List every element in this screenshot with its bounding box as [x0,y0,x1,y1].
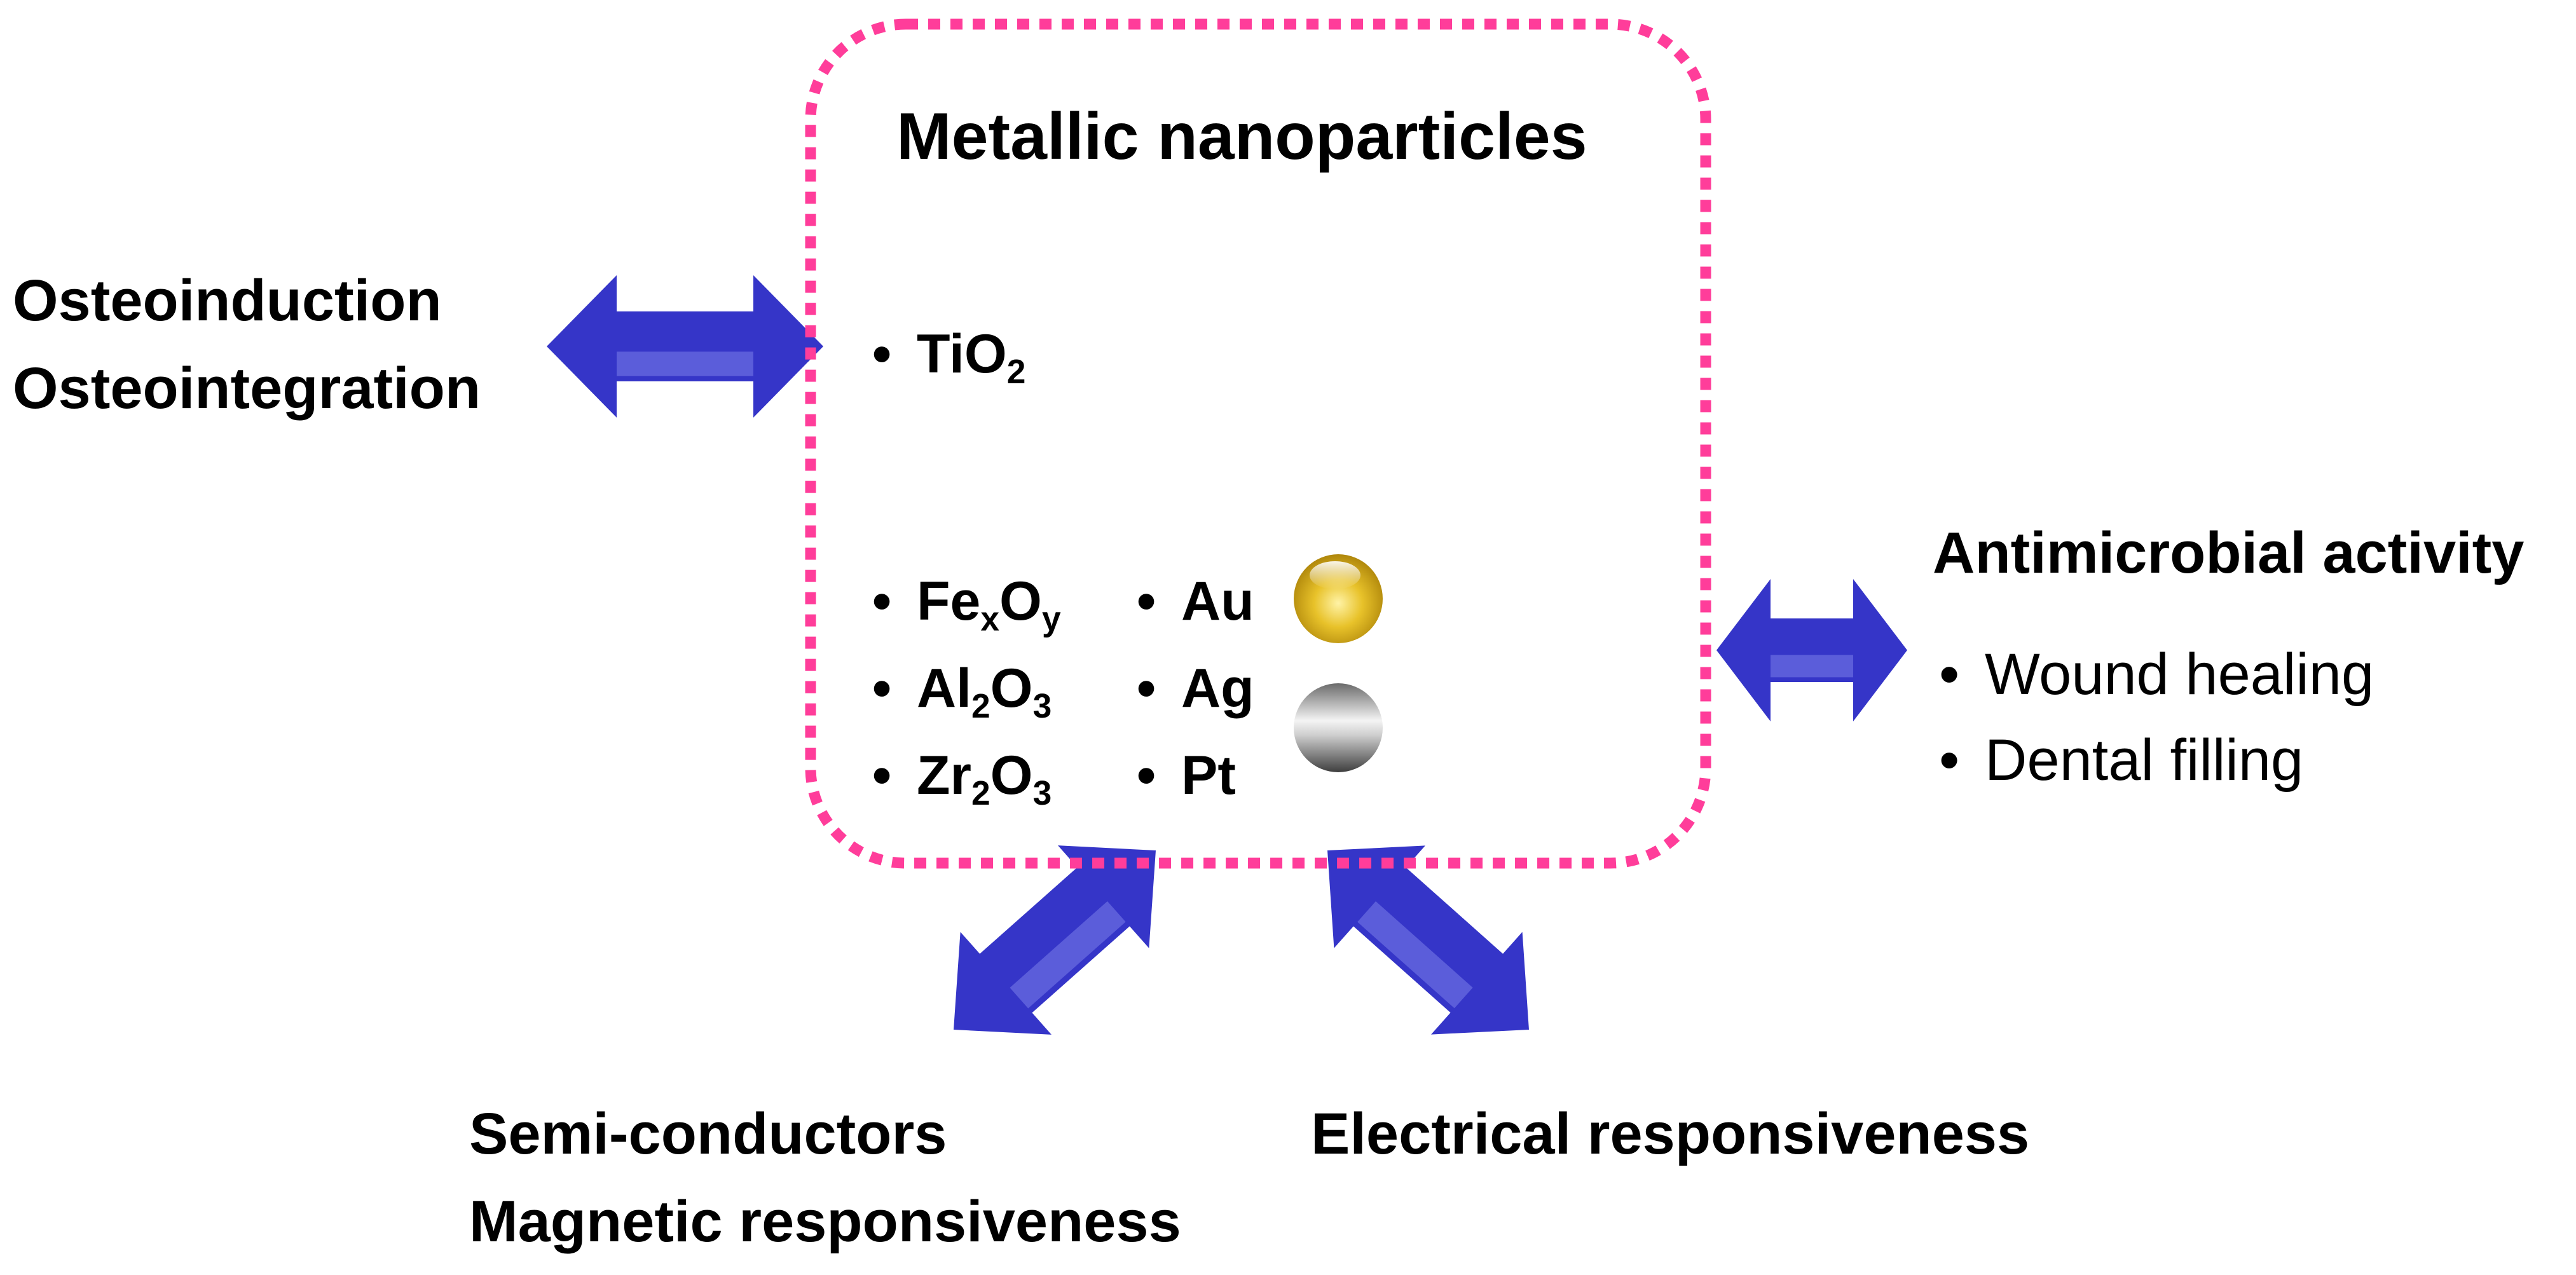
bullet: • [1939,642,1960,707]
list-item-au: • Au [1137,574,1254,629]
left-double-arrow-icon [547,275,823,418]
bullet: • [1137,745,1156,806]
formula-base: TiO [917,324,1007,385]
list-item-zr2o3: • Zr2O3 [872,745,1052,810]
bullet: • [872,745,892,806]
item-label: Dental filling [1985,728,2304,793]
formula-subscript: 2 [971,688,990,726]
list-item-al2o3: • Al2O3 [872,658,1052,723]
right-double-arrow-icon [1716,579,1907,721]
formula-subscript: 3 [1032,688,1052,726]
box-title: Metallic nanoparticles [896,100,1587,174]
right-item-wound-healing: • Wound healing [1939,645,2374,704]
arrows-layer [547,275,1907,1035]
bottom-left-double-arrow-icon [954,845,1156,1035]
list-item-tio2: • TiO2 [872,324,1025,389]
formula-part: Al [917,658,971,719]
bullet: • [872,658,892,719]
bullet: • [872,571,892,632]
bullet: • [872,324,892,385]
bottom-right-electrical-responsiveness: Electrical responsiveness [1311,1101,2030,1166]
bullet: • [1137,571,1156,632]
gold-nanoparticle-icon [1294,554,1383,643]
bottom-left-semi-conductors: Semi-conductors [469,1101,947,1166]
bottom-left-magnetic-responsiveness: Magnetic responsiveness [469,1189,1181,1254]
formula-part: Fe [917,571,981,632]
formula-subscript: 2 [971,775,990,813]
nanoparticle-box-border [805,18,1711,869]
item-label: Wound healing [1985,642,2374,707]
formula-subscript: y [1041,601,1061,639]
silver-nanoparticle-icon [1294,683,1383,772]
right-item-dental-filling: •Dental filling [1939,731,2303,789]
formula-part: O [990,745,1033,806]
bottom-right-double-arrow-icon [1327,845,1529,1035]
list-item-fexoy: • FexOy [872,571,1061,636]
item-label: Pt [1181,745,1236,806]
formula-subscript: 2 [1006,353,1026,392]
formula-subscript: x [980,601,1000,639]
formula-part: O [999,571,1042,632]
list-item-ag: • Ag [1137,661,1254,716]
formula-part: O [990,658,1033,719]
right-title-antimicrobial: Antimicrobial activity [1933,521,2525,585]
left-label-osteointegration: Osteointegration [13,356,481,421]
formula-part: Zr [917,745,971,806]
bullet: • [1939,728,1960,793]
item-label: Au [1181,571,1254,632]
item-label: Ag [1181,658,1254,719]
formula-subscript: 3 [1032,775,1052,813]
left-label-osteoinduction: Osteoinduction [13,268,442,333]
list-item-pt: • Pt [1137,748,1236,803]
bullet: • [1137,658,1156,719]
